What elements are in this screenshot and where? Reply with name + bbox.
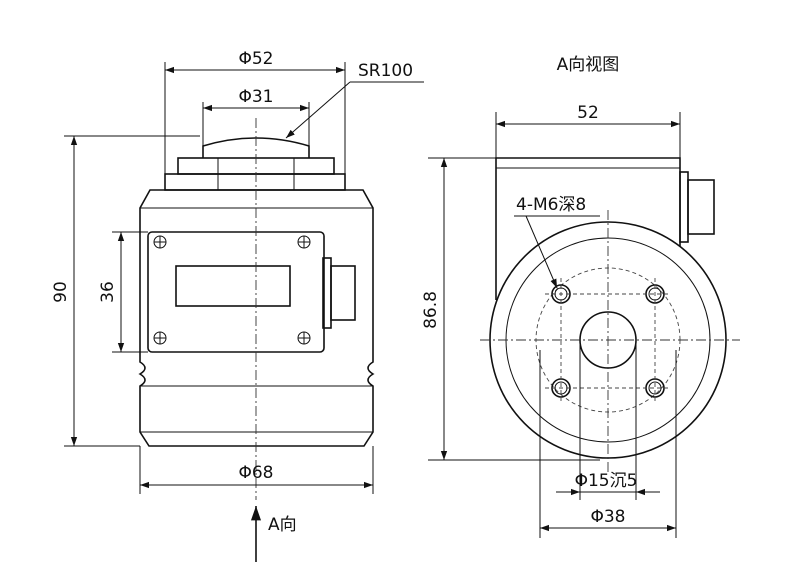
- dim-height: 86.8: [421, 291, 441, 329]
- dim-bolt-circle: Φ38: [590, 507, 625, 527]
- dim-holes: 4-M6深8: [516, 195, 586, 215]
- dim-body-diameter: Φ68: [238, 463, 273, 483]
- dim-top-outer: Φ52: [238, 49, 273, 69]
- main-body: [138, 189, 375, 447]
- name-plate: [147, 231, 325, 353]
- dim-radius: SR100: [358, 61, 413, 81]
- dim-width: 52: [577, 103, 599, 123]
- dim-height-total: 90: [51, 281, 71, 303]
- plate-screw-icon: [153, 235, 311, 345]
- side-connector-plug: [687, 179, 715, 235]
- side-view-title: A向视图: [557, 55, 620, 75]
- label-window: [175, 265, 291, 307]
- front-view: Φ52 Φ31 SR100 90 36 Φ68 A向: [51, 49, 424, 562]
- dim-top-inner: Φ31: [238, 87, 273, 107]
- view-direction-label: A向: [268, 515, 297, 535]
- neck: [164, 173, 346, 191]
- side-connector: [679, 171, 689, 243]
- dim-plate-height: 36: [98, 281, 118, 303]
- connector-plug: [330, 265, 356, 321]
- side-view: A向视图 52: [421, 55, 740, 538]
- dim-center-bore: Φ15沉5: [575, 471, 638, 491]
